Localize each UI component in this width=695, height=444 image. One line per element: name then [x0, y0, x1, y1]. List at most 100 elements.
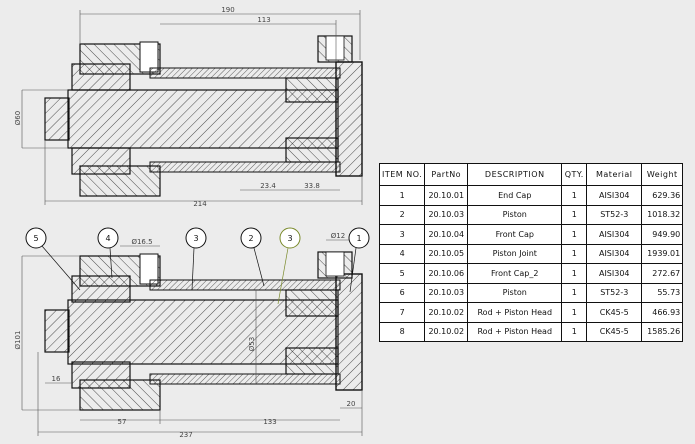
table-row: 1 20.10.01 End Cap 1 AISI304 629.36: [378, 185, 684, 206]
bom-cell-material: AISI304: [586, 185, 643, 206]
bom-cell-description: Piston Joint: [467, 243, 563, 264]
bom-cell-weight: 1018.32: [641, 204, 684, 225]
top-piston-lower: [285, 137, 339, 163]
bom-cell-partno: 20.10.04: [424, 224, 469, 245]
top-dim-total: 214: [193, 200, 207, 208]
bom-cell-qty: 1: [561, 185, 588, 206]
bom-cell-material: ST52-3: [586, 204, 643, 225]
bom-cell-description: End Cap: [467, 185, 563, 206]
top-bolt-hole: [139, 41, 159, 73]
balloon-3-secondary-label: 3: [287, 234, 292, 243]
bom-cell-partno: 20.10.03: [424, 204, 469, 225]
bom-header-partno: PartNo: [424, 163, 469, 186]
bottom-piston-upper: [285, 289, 339, 317]
bom-cell-item: 3: [378, 224, 426, 245]
top-joint-upper: [71, 63, 131, 91]
bom-cell-description: Rod + Piston Head: [467, 321, 563, 342]
bom-cell-item: 5: [378, 263, 426, 284]
balloon-1: 1: [348, 227, 370, 293]
balloon-2-label: 2: [248, 234, 253, 243]
bom-cell-weight: 466.93: [641, 302, 684, 323]
bom-header-material: Material: [586, 163, 643, 186]
bom-cell-item: 4: [378, 243, 426, 264]
top-dim-small-b: 33.8: [304, 182, 320, 190]
table-row: 7 20.10.02 Rod + Piston Head 1 CK45-5 46…: [378, 302, 684, 323]
bom-cell-partno: 20.10.01: [424, 185, 469, 206]
bottom-dim-diameter-hole: Ø16.5: [131, 238, 152, 246]
bom-cell-partno: 20.10.05: [424, 243, 469, 264]
bom-cell-weight: 1585.26: [641, 321, 684, 342]
bom-cell-description: Rod + Piston Head: [467, 302, 563, 323]
balloon-3-secondary: 3: [277, 227, 301, 305]
top-dim-overall: 190: [221, 6, 234, 14]
bottom-dim-right: 133: [263, 418, 276, 426]
top-section-view: 190 113 214 23.4 33.8 Ø60: [14, 6, 363, 208]
table-row: 8 20.10.02 Rod + Piston Head 1 CK45-5 15…: [378, 321, 684, 342]
bottom-dim-left: 57: [118, 418, 127, 426]
top-end-bolt-hole: [325, 35, 345, 61]
bom-cell-description: Piston: [467, 204, 563, 225]
balloon-2: 2: [240, 227, 265, 287]
bom-cell-description: Front Cap: [467, 224, 563, 245]
bom-header-qty: QTY.: [561, 163, 588, 186]
bom-cell-qty: 1: [561, 224, 588, 245]
bottom-end-cap: [335, 273, 363, 391]
bom-table: ITEM NO. PartNo DESCRIPTION QTY. Materia…: [378, 163, 684, 342]
bom-header-weight: Weight: [641, 163, 684, 186]
bottom-dim-diameter-bolt: Ø12: [331, 232, 345, 240]
balloon-1-label: 1: [356, 234, 361, 243]
bom-cell-item: 1: [378, 185, 426, 206]
bom-cell-qty: 1: [561, 263, 588, 284]
top-tube-upper: [149, 67, 341, 79]
top-dim-small-a: 23.4: [260, 182, 276, 190]
bottom-tube-lower: [149, 373, 341, 385]
bom-cell-description: Piston: [467, 282, 563, 303]
bom-cell-partno: 20.10.02: [424, 302, 469, 323]
bom-cell-qty: 1: [561, 321, 588, 342]
top-rod-end: [44, 97, 70, 141]
bom-cell-qty: 1: [561, 302, 588, 323]
bom-cell-weight: 949.90: [641, 224, 684, 245]
top-tube-lower: [149, 161, 341, 173]
bottom-dim-diameter-mid: Ø53: [248, 337, 256, 351]
bom-cell-material: CK45-5: [586, 302, 643, 323]
top-dim-diameter: Ø60: [14, 111, 22, 125]
bottom-dim-diameter-large: Ø101: [14, 331, 22, 350]
bottom-piston-lower: [285, 347, 339, 375]
balloon-4-label: 4: [105, 234, 110, 243]
table-row: 2 20.10.03 Piston 1 ST52-3 1018.32: [378, 204, 684, 225]
bottom-joint-lower: [71, 361, 131, 389]
bottom-tube-upper: [149, 279, 341, 291]
top-piston-upper: [285, 77, 339, 103]
bom-header-row: ITEM NO. PartNo DESCRIPTION QTY. Materia…: [378, 163, 684, 186]
bom-cell-description: Front Cap_2: [467, 263, 563, 284]
bom-cell-qty: 1: [561, 282, 588, 303]
bom-cell-qty: 1: [561, 243, 588, 264]
bottom-bolt-hole: [139, 253, 159, 285]
balloon-3: 3: [185, 227, 207, 291]
bom-cell-item: 8: [378, 321, 426, 342]
bom-cell-item: 7: [378, 302, 426, 323]
bottom-end-bolt-hole: [325, 251, 345, 277]
top-dim-rod: 113: [257, 16, 270, 24]
bom-cell-partno: 20.10.06: [424, 263, 469, 284]
top-joint-lower: [71, 147, 131, 175]
table-row: 6 20.10.03 Piston 1 ST52-3 55.73: [378, 282, 684, 303]
table-row: 5 20.10.06 Front Cap_2 1 AISI304 272.67: [378, 263, 684, 284]
balloon-group: 5 4 3 2 3: [25, 227, 370, 305]
bom-cell-material: AISI304: [586, 224, 643, 245]
bom-cell-material: AISI304: [586, 263, 643, 284]
bom-cell-material: ST52-3: [586, 282, 643, 303]
table-row: 4 20.10.05 Piston Joint 1 AISI304 1939.0…: [378, 243, 684, 264]
bom-cell-weight: 55.73: [641, 282, 684, 303]
bom-cell-item: 6: [378, 282, 426, 303]
bottom-rod-end: [44, 309, 70, 353]
bom-cell-partno: 20.10.02: [424, 321, 469, 342]
bom-cell-qty: 1: [561, 204, 588, 225]
bottom-dim-left-step: 16: [52, 375, 61, 383]
bottom-joint-upper: [71, 275, 131, 303]
bom-cell-weight: 272.67: [641, 263, 684, 284]
bottom-dim-overall: 237: [179, 431, 192, 439]
bom-cell-weight: 629.36: [641, 185, 684, 206]
